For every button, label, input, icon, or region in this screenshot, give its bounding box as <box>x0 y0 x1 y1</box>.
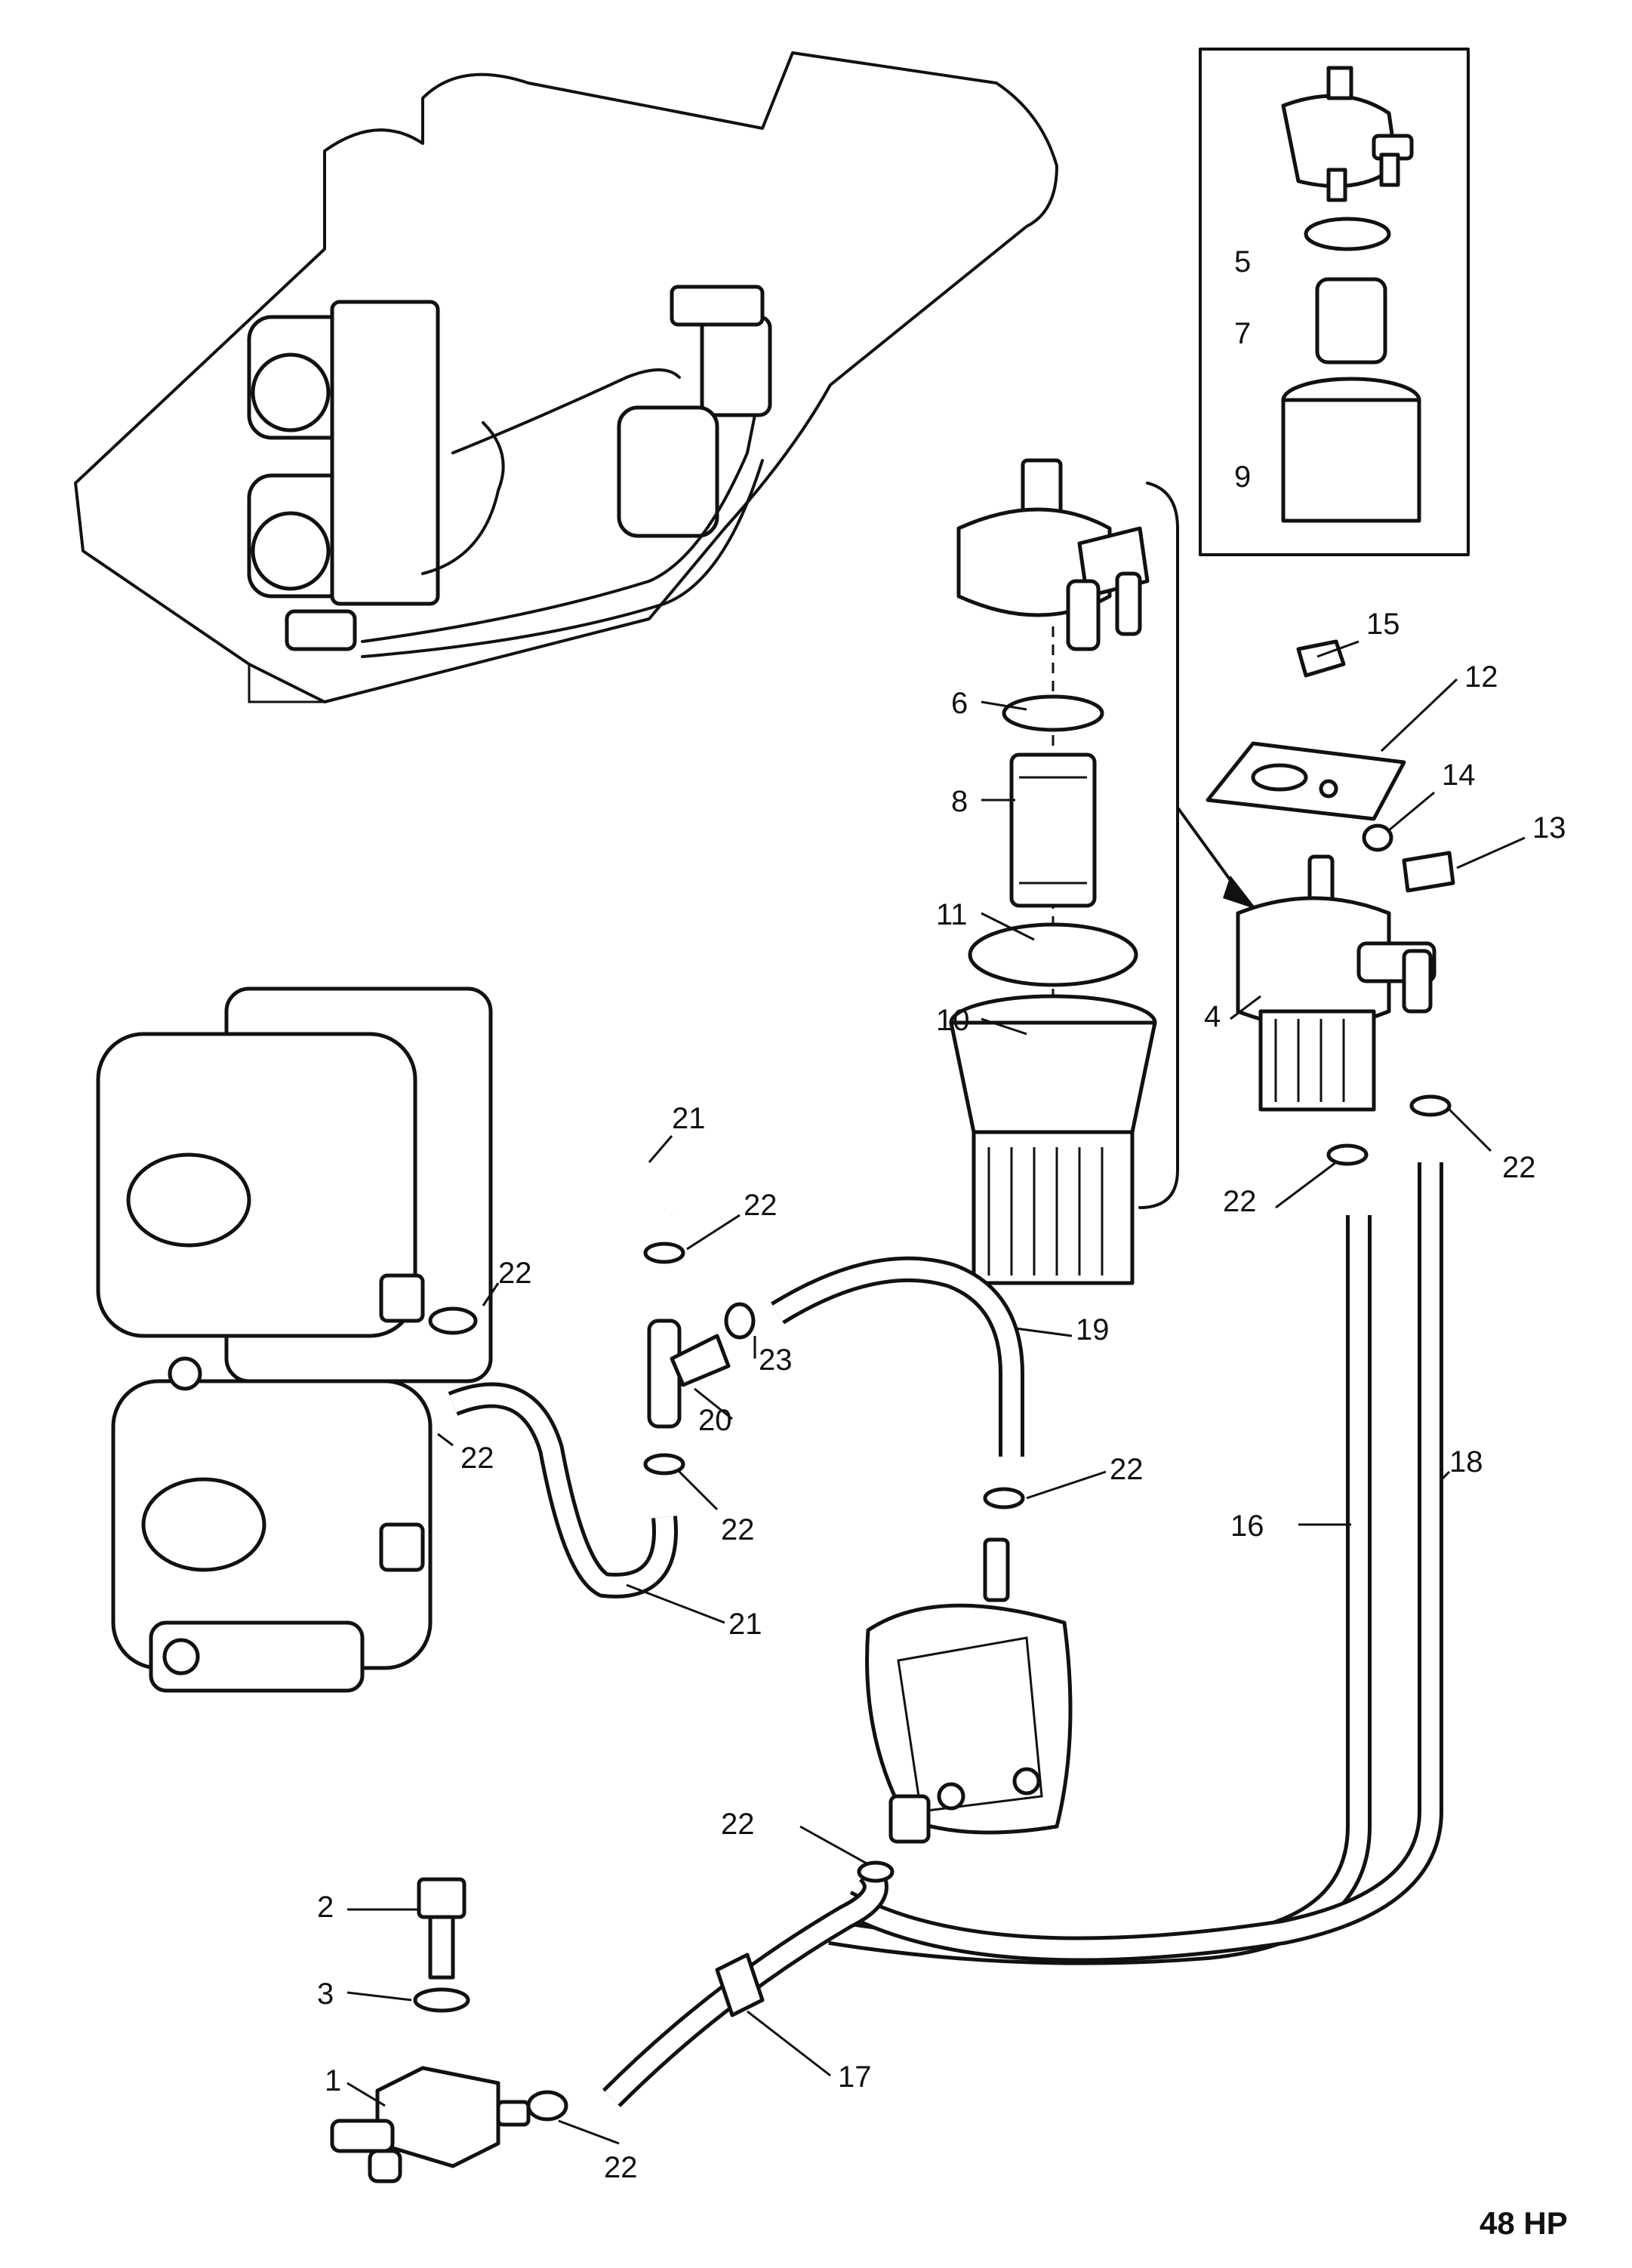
fuel-connector <box>330 1877 531 2183</box>
callout-22-tee-bottom: 22 <box>721 1513 755 1546</box>
callout-8: 8 <box>951 785 968 818</box>
callout-12: 12 <box>1464 660 1498 694</box>
filter-assembly <box>1206 639 1455 1112</box>
fuel-pump <box>865 1537 1073 1844</box>
callout-1: 1 <box>325 2064 341 2097</box>
callout-22-filter-left: 22 <box>1223 1185 1257 1218</box>
callout-22-carb-lower: 22 <box>460 1442 494 1475</box>
alternate-filter-inset: 5 7 9 <box>1199 48 1470 556</box>
callout-17: 17 <box>838 2060 872 2094</box>
tee-fitting <box>647 1319 731 1429</box>
callout-10: 10 <box>936 1004 970 1037</box>
callout-21-upper: 21 <box>672 1102 706 1135</box>
engine-model-caption: 48 HP <box>1480 2205 1568 2241</box>
callout-15: 15 <box>1366 608 1400 641</box>
callout-6: 6 <box>951 687 968 720</box>
callout-18: 18 <box>1449 1445 1483 1479</box>
engine-overview-inset <box>74 51 1058 703</box>
callout-9: 9 <box>1234 460 1251 494</box>
callout-22-tee-top: 22 <box>744 1189 778 1222</box>
carburetor-stack <box>96 986 493 1693</box>
callout-16: 16 <box>1230 1509 1264 1543</box>
callout-2: 2 <box>317 1891 334 1924</box>
callout-22-filter-right: 22 <box>1502 1151 1536 1184</box>
callout-22-pump-outlet: 22 <box>721 1808 755 1841</box>
fuel-hoses <box>448 1130 1443 2108</box>
callout-22-connector: 22 <box>604 2151 638 2184</box>
callout-11: 11 <box>936 898 968 931</box>
callout-22-pump-inlet: 22 <box>1110 1453 1144 1486</box>
filter-exploded-stack <box>949 458 1257 1285</box>
callout-numbers: 15 12 14 13 4 6 8 11 10 22 22 21 22 22 1… <box>317 608 1566 2184</box>
callout-19: 19 <box>1076 1313 1110 1346</box>
hose-clamps <box>428 1094 1452 2122</box>
callout-3: 3 <box>317 1977 334 2011</box>
callout-20: 20 <box>698 1404 732 1437</box>
callout-14: 14 <box>1442 759 1476 792</box>
callout-5: 5 <box>1234 245 1251 278</box>
leader-lines <box>346 640 1526 2145</box>
callout-4: 4 <box>1204 1000 1221 1033</box>
callout-21-lower: 21 <box>728 1608 762 1641</box>
callout-22-carb-upper: 22 <box>498 1257 532 1290</box>
callout-23: 23 <box>759 1343 793 1377</box>
callout-7: 7 <box>1234 317 1251 350</box>
callout-13: 13 <box>1532 811 1566 845</box>
